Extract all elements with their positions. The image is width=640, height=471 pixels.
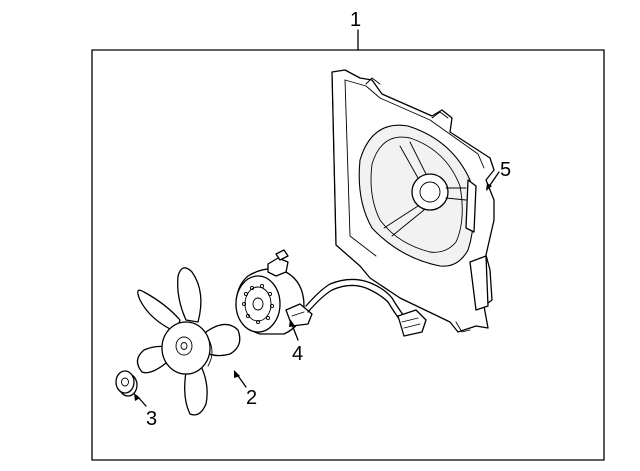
motor-face xyxy=(235,275,281,333)
callout-5-arrow xyxy=(486,183,492,191)
shroud[interactable] xyxy=(331,69,495,333)
nut[interactable] xyxy=(115,370,138,397)
assembly-frame xyxy=(91,49,605,461)
fan-blade[interactable] xyxy=(136,267,241,416)
callout-2-label[interactable]: 2 xyxy=(246,387,257,409)
callout-4-arrow xyxy=(289,319,295,327)
callout-1-label[interactable]: 1 xyxy=(350,9,361,31)
callout-2-arrow xyxy=(234,370,240,378)
motor[interactable] xyxy=(235,249,313,335)
fan-hub xyxy=(161,321,211,375)
callout-4-label[interactable]: 4 xyxy=(292,343,303,365)
shroud-hub xyxy=(411,173,449,211)
callout-5-label[interactable]: 5 xyxy=(500,159,511,181)
motor-wire-harness xyxy=(305,278,427,337)
callout-3-arrow xyxy=(134,393,140,401)
callout-3-label[interactable]: 3 xyxy=(146,408,157,430)
